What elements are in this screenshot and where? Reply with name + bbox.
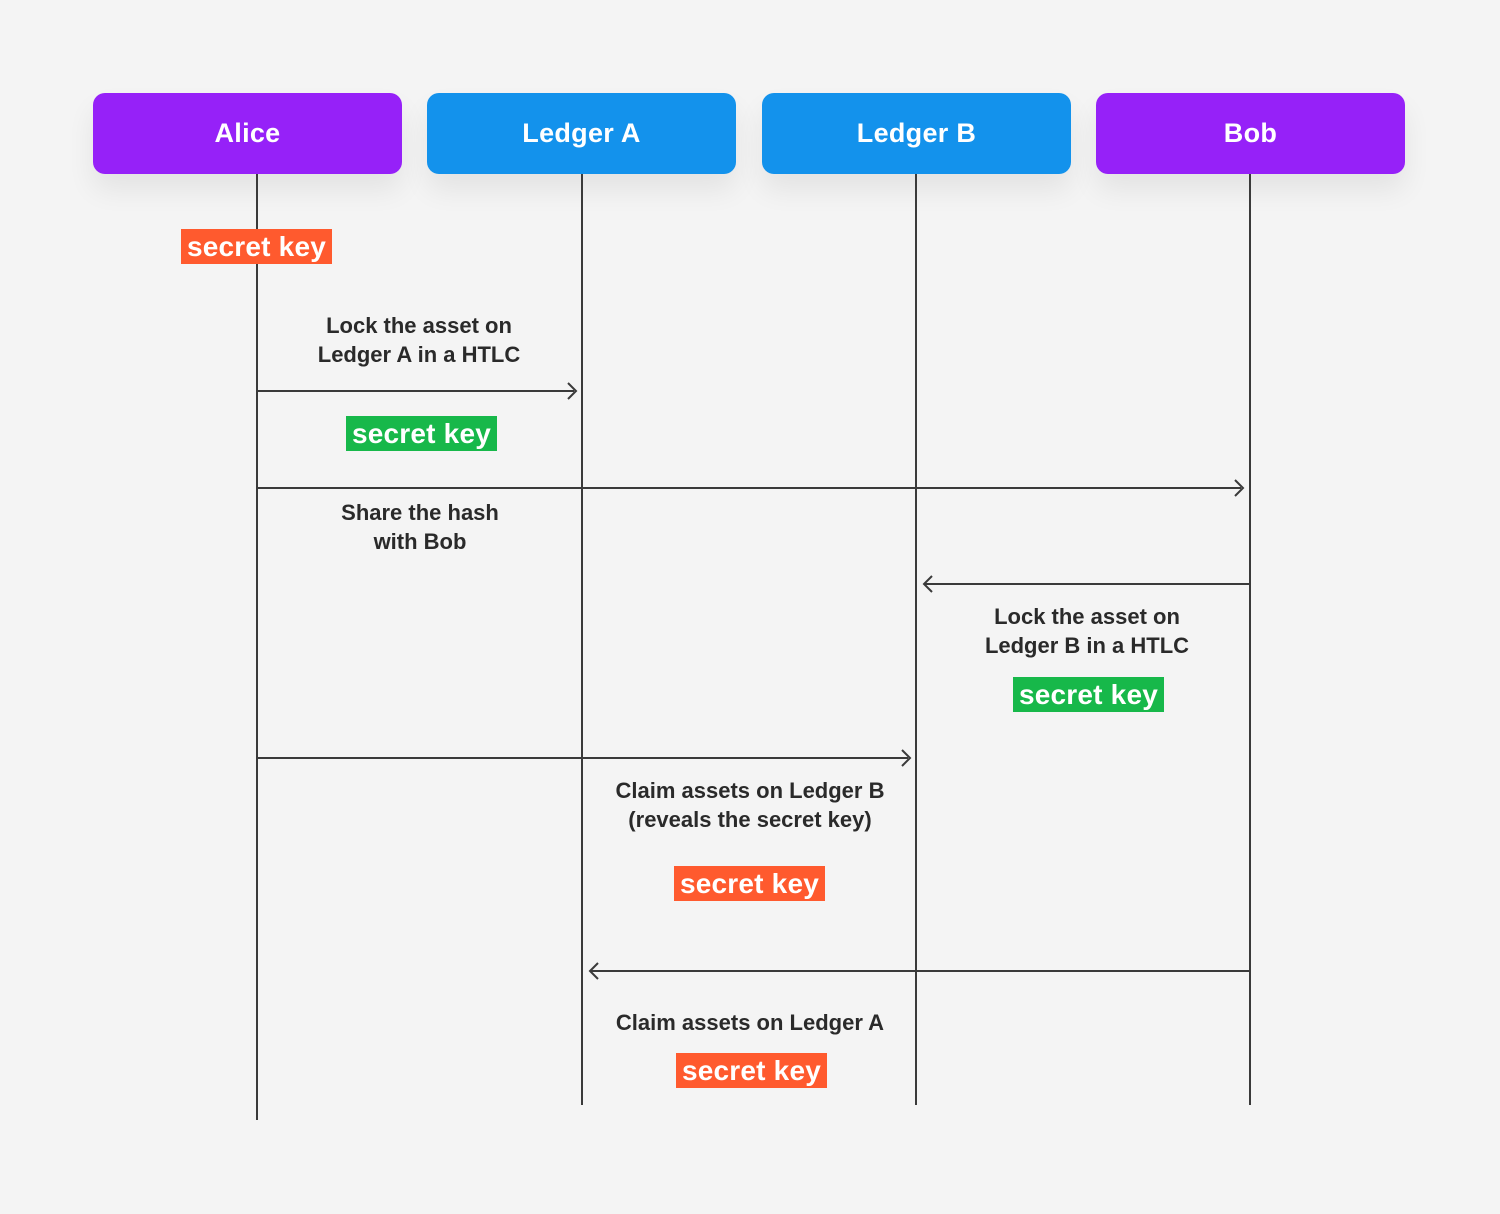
hash-key-b-label: secret key — [1018, 678, 1158, 710]
arrow-right-icon — [566, 381, 580, 401]
actor-alice-label: Alice — [214, 118, 281, 148]
msg-share-hash-line1: Share the hash — [341, 500, 499, 525]
arrow-right-icon — [1233, 478, 1247, 498]
hash-key-a-label: secret key — [351, 417, 491, 449]
actor-alice: Alice — [93, 93, 402, 174]
actor-ledger-b-label: Ledger B — [856, 118, 977, 148]
actor-ledger-b: Ledger B — [762, 93, 1071, 174]
msg-share-hash: Share the hash with Bob — [341, 498, 499, 556]
msg-claim-ledger-a: Claim assets on Ledger A — [616, 1008, 884, 1037]
msg-lock-ledger-a: Lock the asset on Ledger A in a HTLC — [318, 311, 521, 369]
lifeline-bob — [1249, 174, 1251, 1105]
msg-claim-ledger-a-line1: Claim assets on Ledger A — [615, 1010, 885, 1035]
revealed-key-badge-a: secret key — [676, 1053, 827, 1088]
msg-share-hash-line2: with Bob — [373, 529, 467, 554]
actor-ledger-a-label: Ledger A — [522, 118, 641, 148]
arrow-alice-to-bob — [258, 487, 1241, 489]
lifeline-ledger-b — [915, 174, 917, 1105]
arrow-right-icon — [900, 748, 914, 768]
msg-lock-ledger-b: Lock the asset on Ledger B in a HTLC — [985, 602, 1189, 660]
actor-bob-label: Bob — [1223, 118, 1278, 148]
msg-claim-ledger-b-line1: Claim assets on Ledger B — [615, 778, 885, 803]
msg-claim-ledger-b: Claim assets on Ledger B (reveals the se… — [616, 776, 885, 834]
hash-key-badge-a: secret key — [346, 416, 497, 451]
alice-secret-key-badge: secret key — [181, 229, 332, 264]
actor-bob: Bob — [1096, 93, 1405, 174]
arrow-alice-to-ledger-b — [258, 757, 908, 759]
revealed-key-b-label: secret key — [679, 867, 819, 899]
alice-secret-key-label: secret key — [186, 230, 326, 262]
lifeline-ledger-a — [581, 174, 583, 1105]
msg-lock-ledger-a-line2: Ledger A in a HTLC — [317, 342, 521, 367]
lifeline-alice — [256, 174, 258, 1120]
arrow-alice-to-ledger-a — [258, 390, 574, 392]
arrow-left-icon — [586, 961, 600, 981]
actor-ledger-a: Ledger A — [427, 93, 736, 174]
msg-lock-ledger-b-line2: Ledger B in a HTLC — [984, 633, 1190, 658]
msg-lock-ledger-b-line1: Lock the asset on — [994, 604, 1180, 629]
arrow-bob-to-ledger-a — [590, 970, 1249, 972]
arrow-left-icon — [920, 574, 934, 594]
revealed-key-a-label: secret key — [681, 1054, 821, 1086]
msg-claim-ledger-b-line2: (reveals the secret key) — [628, 807, 872, 832]
arrow-bob-to-ledger-b — [924, 583, 1249, 585]
revealed-key-badge-b: secret key — [674, 866, 825, 901]
hash-key-badge-b: secret key — [1013, 677, 1164, 712]
msg-lock-ledger-a-line1: Lock the asset on — [326, 313, 512, 338]
